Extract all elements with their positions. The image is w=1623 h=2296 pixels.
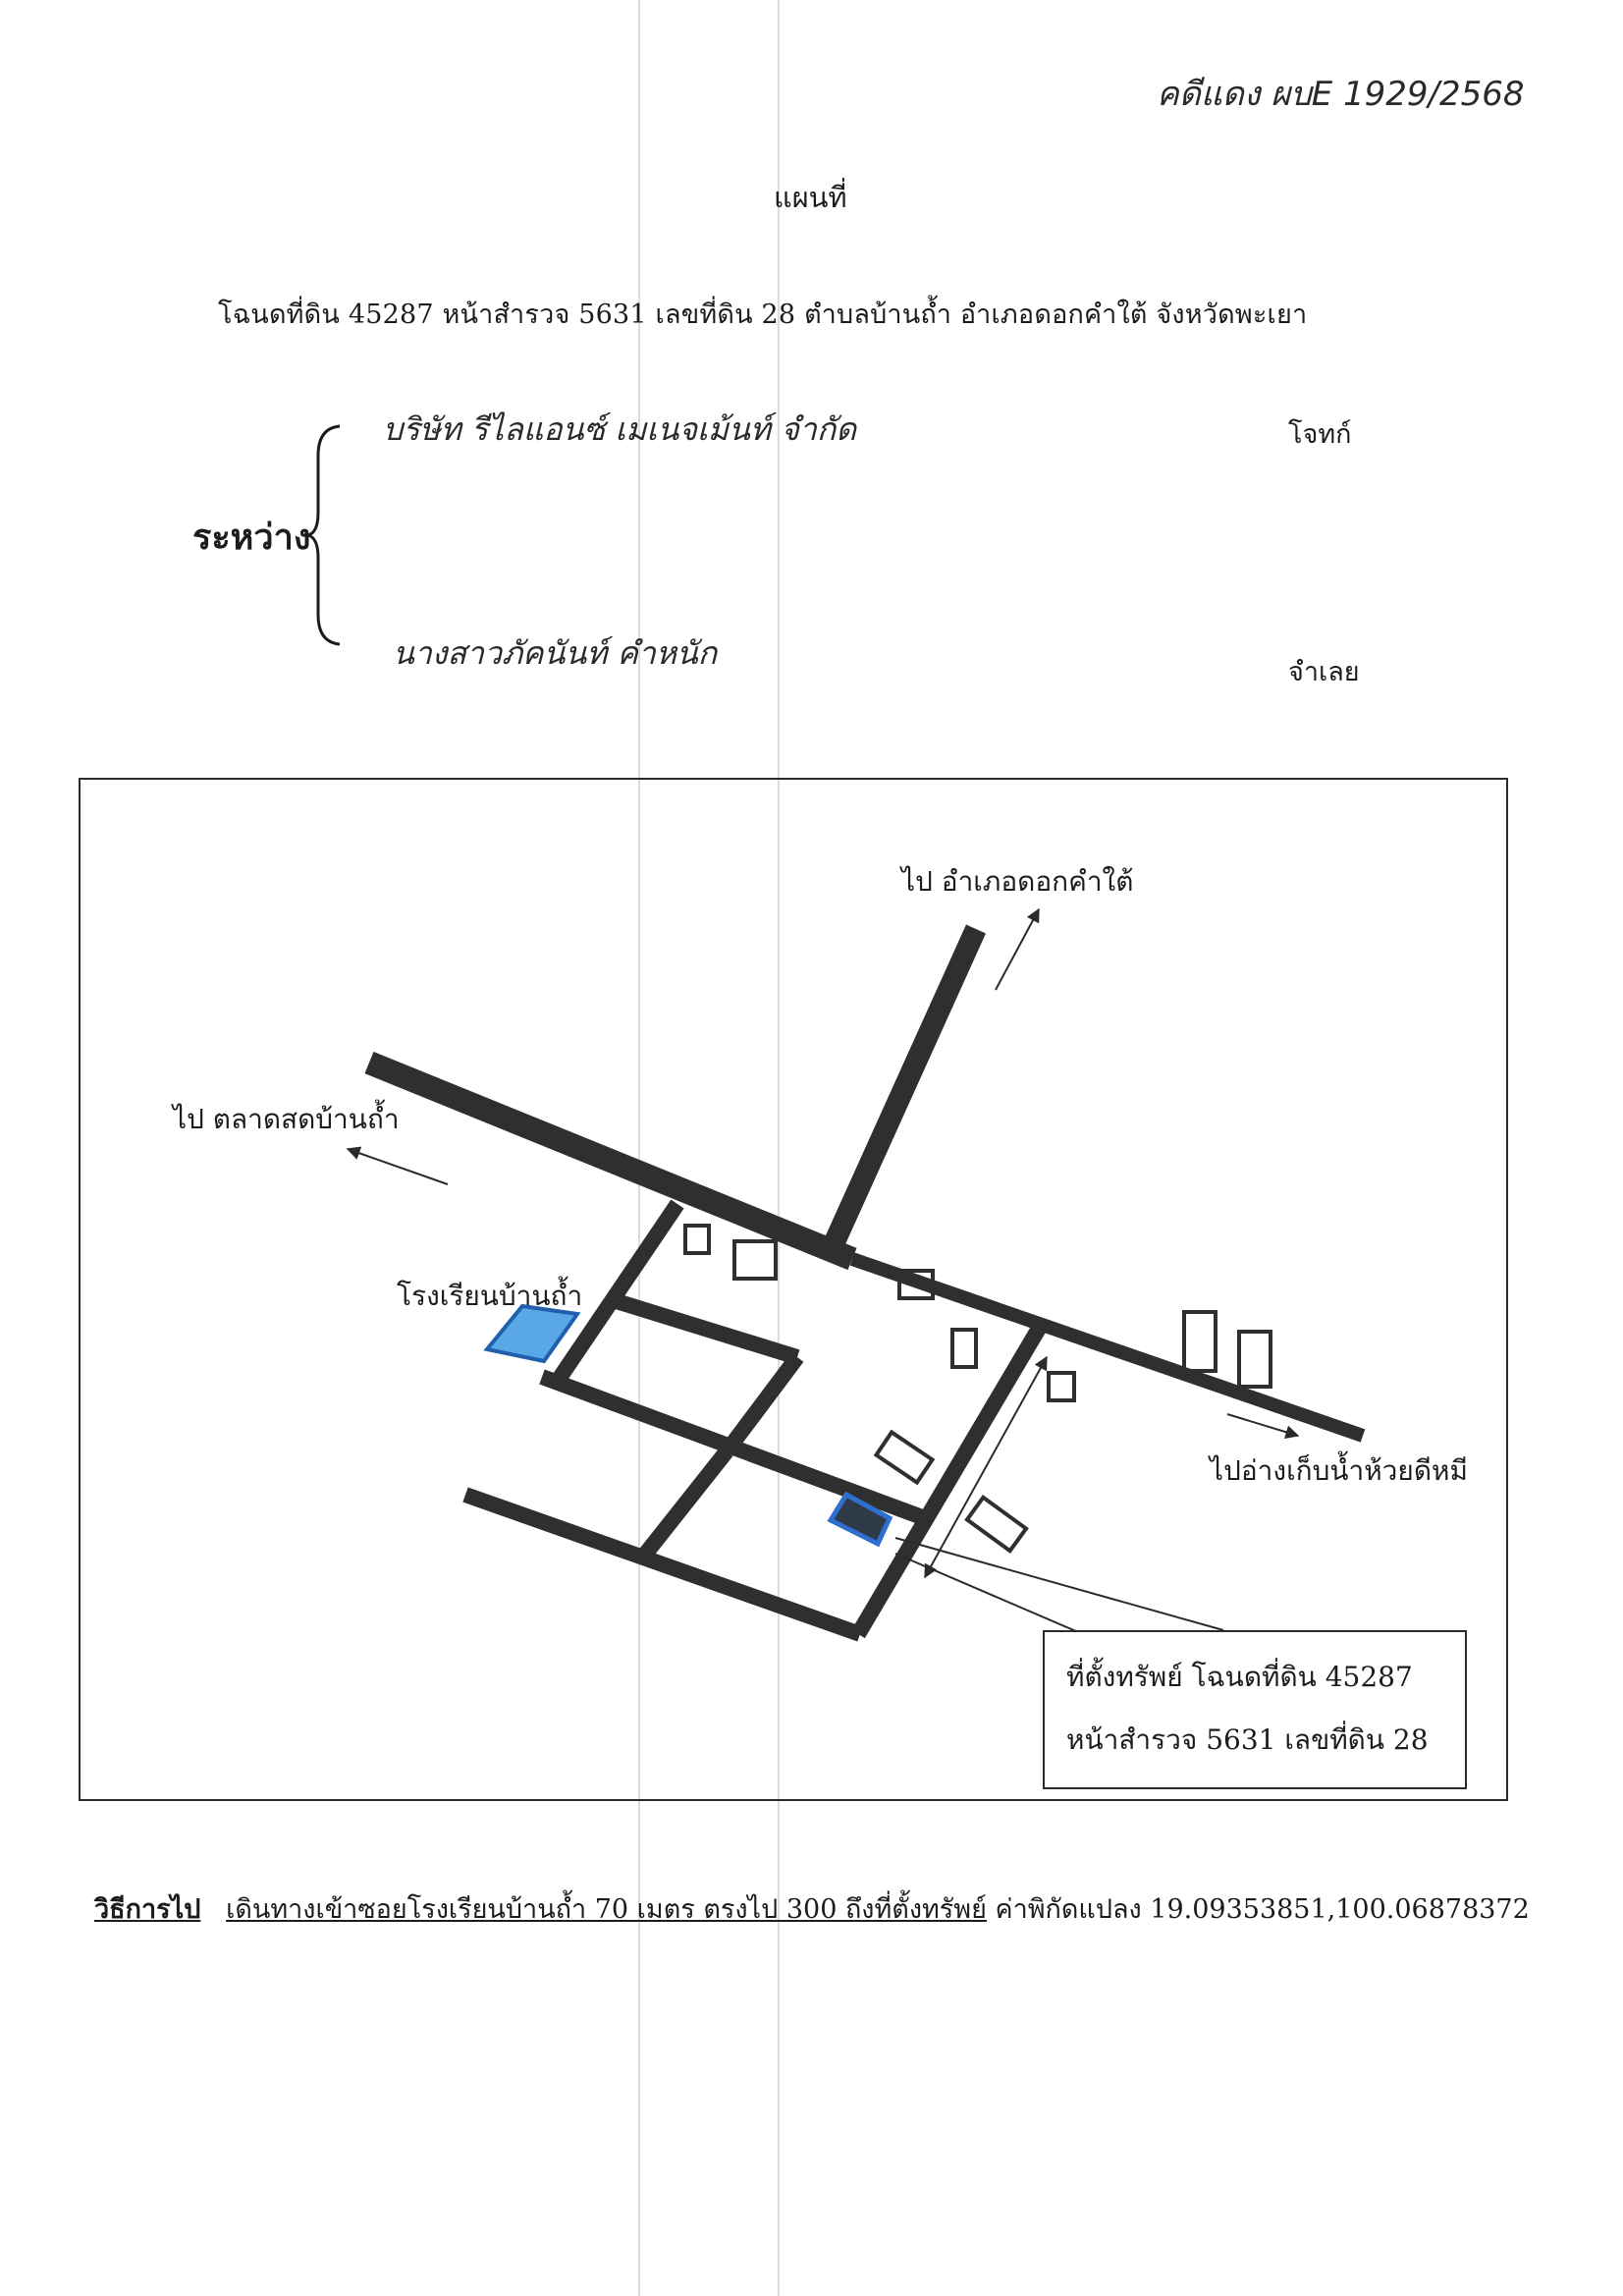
case-number: คดีแดง ผบE 1929/2568 <box>1157 75 1525 114</box>
building <box>873 1429 936 1486</box>
building <box>683 1224 711 1255</box>
plaintiff-role: โจทก์ <box>1288 419 1352 450</box>
directions-line: วิธีการไป เดินทางเข้าซอยโรงเรียนบ้านถ้ำ … <box>94 1887 1530 1930</box>
road-block-east <box>720 1352 804 1456</box>
defendant-role: จำเลย <box>1288 657 1360 687</box>
property-info-box: ที่ตั้งทรัพย์ โฉนดที่ดิน 45287 หน้าสำรวจ… <box>1043 1630 1467 1789</box>
arrow-to-market <box>346 1146 449 1185</box>
building <box>1237 1330 1272 1389</box>
label-to-district: ไป อำเภอดอกคำใต้ <box>901 865 1134 898</box>
defendant-name: นางสาวภัคนันท์ คำหนัก <box>393 634 718 672</box>
main-road-east <box>849 1252 1366 1443</box>
building <box>964 1495 1029 1554</box>
between-label: ระหว่าง <box>192 517 311 558</box>
directions-label: วิธีการไป <box>94 1894 201 1925</box>
page-title: แผนที่ <box>774 181 847 214</box>
road-south <box>462 1487 863 1642</box>
property-plot <box>827 1491 893 1548</box>
building <box>950 1328 978 1369</box>
building <box>732 1239 778 1281</box>
main-road <box>364 1051 857 1271</box>
direction-arrows <box>346 907 1300 1579</box>
building <box>897 1269 935 1300</box>
plaintiff-name: บริษัท รีไลแอนซ์ เมเนจเม้นท์ จำกัด <box>383 410 856 448</box>
label-to-market: ไป ตลาดสดบ้านถ้ำ <box>173 1103 400 1135</box>
arrow-to-district <box>995 907 1040 991</box>
label-to-reservoir: ไปอ่างเก็บน้ำห้วยดีหมี <box>1210 1454 1468 1487</box>
fold-line <box>638 0 640 2296</box>
building <box>1182 1310 1217 1373</box>
road-inner-diagonal <box>637 1447 733 1560</box>
road-block-south <box>539 1369 928 1526</box>
property-deed-line: ที่ตั้งทรัพย์ โฉนดที่ดิน 45287 <box>1066 1661 1413 1693</box>
fold-line <box>778 0 780 2296</box>
distance-arrow <box>924 1355 1048 1579</box>
building <box>1047 1371 1076 1402</box>
arrow-to-reservoir <box>1226 1413 1300 1440</box>
road-to-district <box>818 924 987 1260</box>
label-school: โรงเรียนบ้านถ้ำ <box>397 1280 583 1312</box>
coordinates: ค่าพิกัดแปลง 19.09353851,100.06878372 <box>995 1894 1530 1925</box>
map-frame <box>79 778 1508 1801</box>
deed-description: โฉนดที่ดิน 45287 หน้าสำรวจ 5631 เลขที่ดิ… <box>218 300 1308 330</box>
property-survey-line: หน้าสำรวจ 5631 เลขที่ดิน 28 <box>1066 1723 1429 1756</box>
directions-route: เดินทางเข้าซอยโรงเรียนบ้านถ้ำ 70 เมตร ตร… <box>226 1894 987 1925</box>
road-block-north <box>604 1290 800 1365</box>
school-plot <box>483 1303 581 1364</box>
road-west-spur <box>551 1199 684 1386</box>
brace-icon <box>306 424 341 646</box>
